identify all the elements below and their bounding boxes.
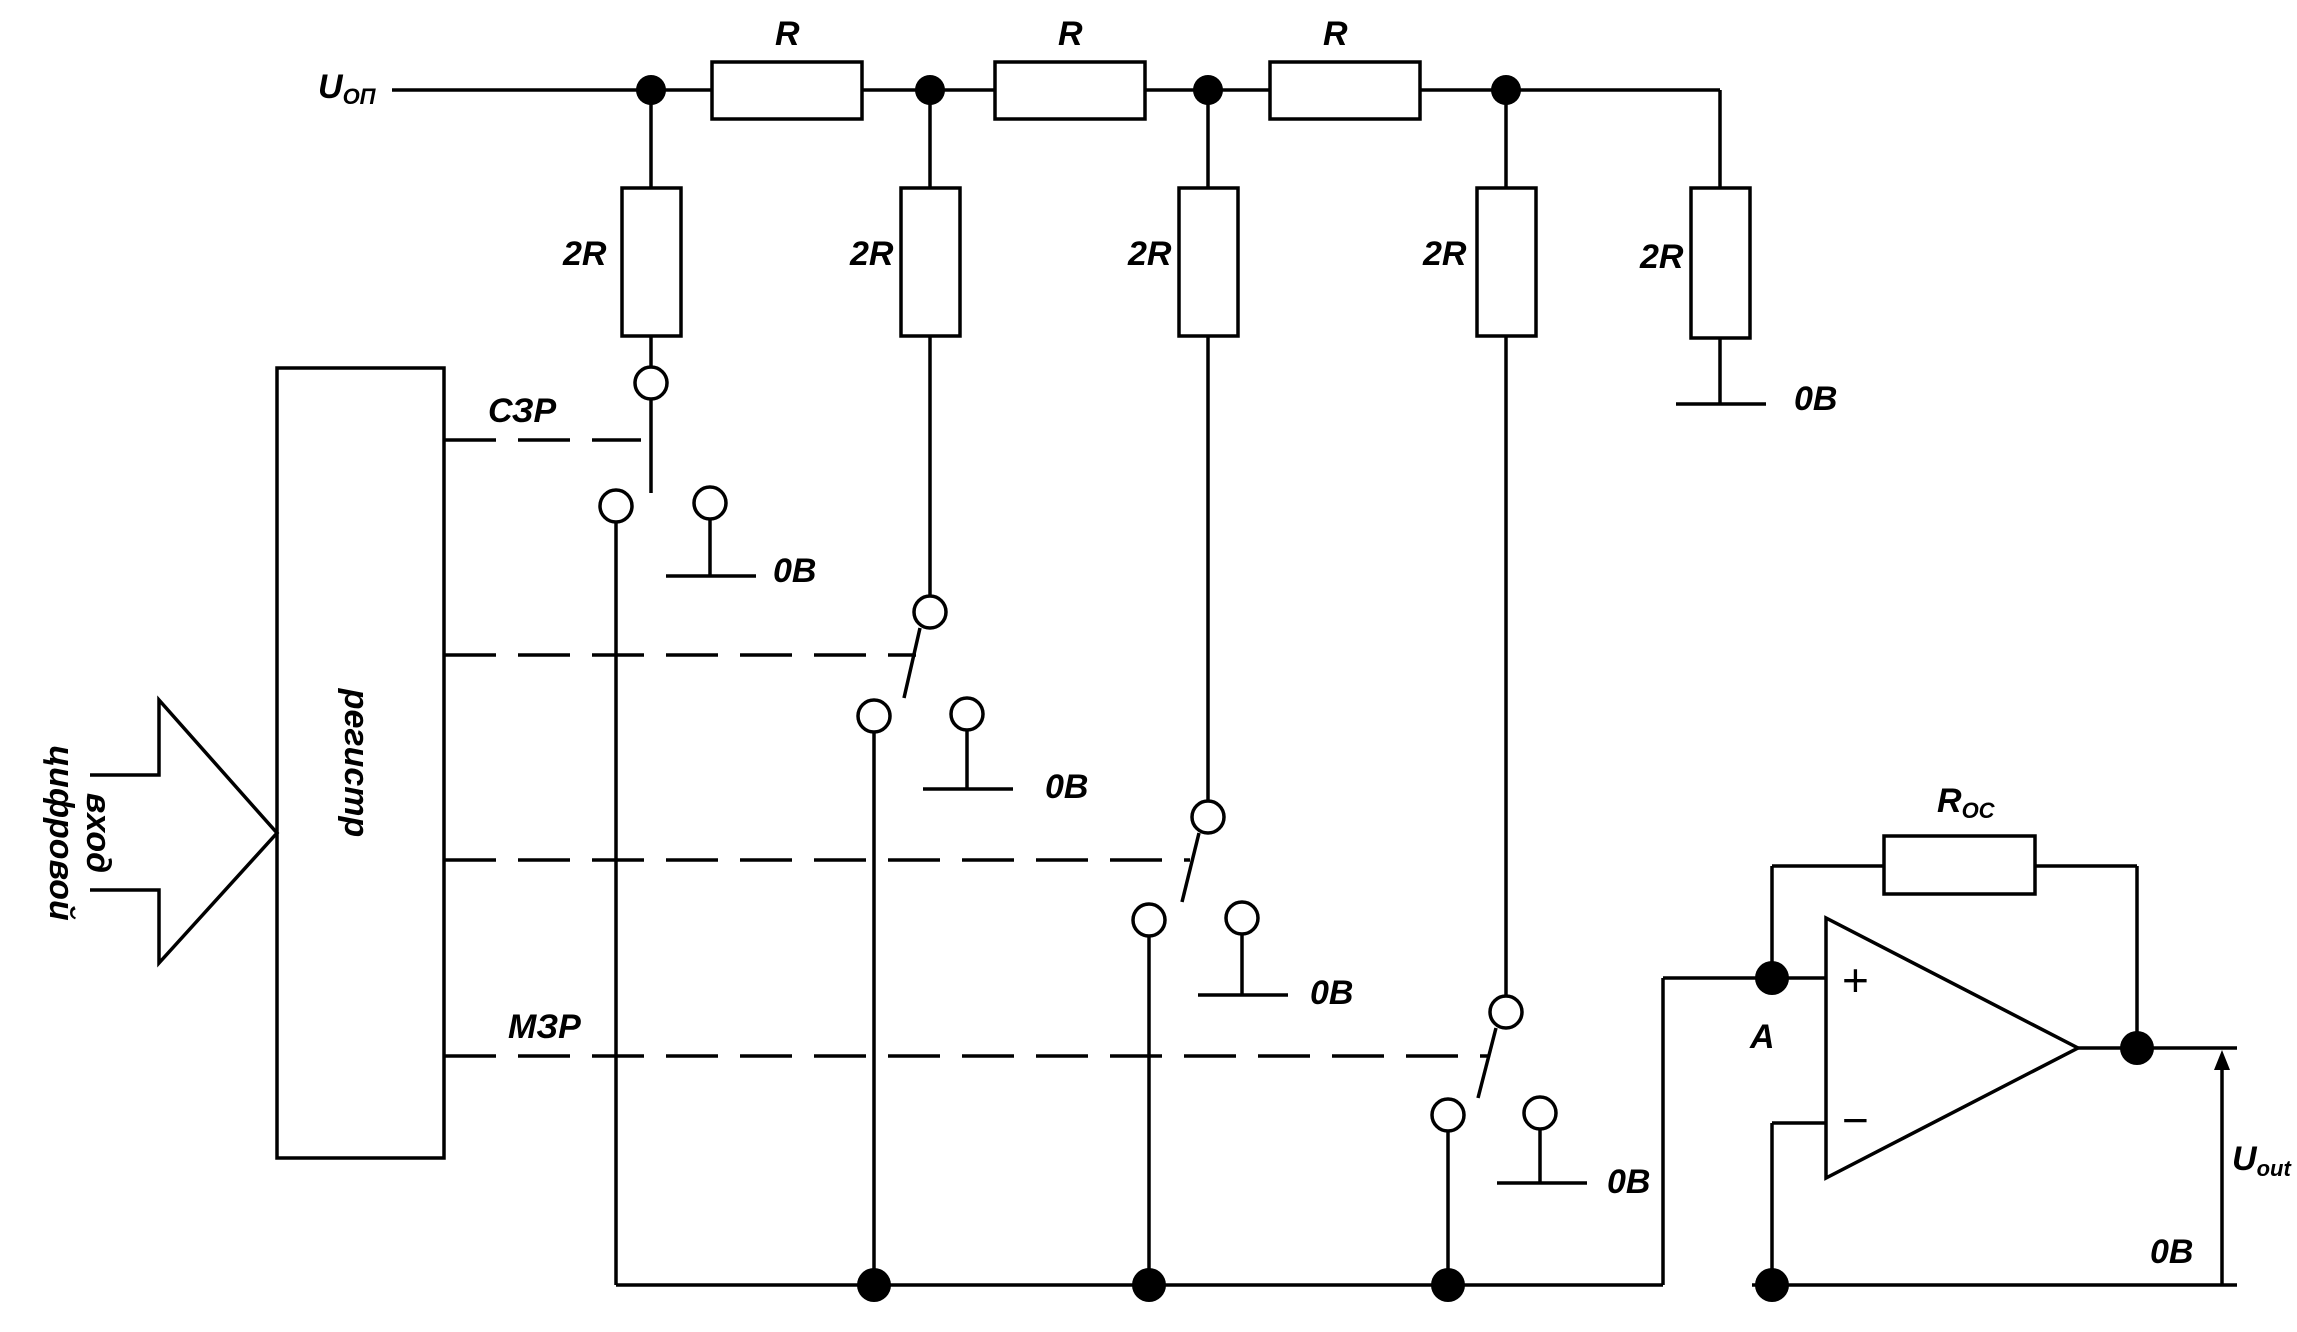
op-amp-plus-sign: + [1842,954,1869,1006]
resistor-2r-2 [899,186,962,338]
uop-label: UОП [318,68,377,109]
ground-label-term: 0В [1794,380,1837,418]
resistor-2r-5 [1689,186,1752,340]
resistor-2r-3 [1177,186,1240,338]
resistor-r-3-label: R [1323,15,1348,53]
lsb-label: МЗР [508,1008,581,1046]
register-label: регистр [337,688,375,838]
feedback-resistor-label: RОС [1937,782,1996,823]
msb-label: СЗР [488,392,557,430]
ground-label-3: 0В [1310,974,1353,1012]
switch-lsb [1430,336,1587,1285]
summing-bus [616,976,1772,1302]
resistor-2r-1-label: 2R [562,235,607,273]
resistor-2r-1 [620,186,683,338]
ground-label-2: 0В [1045,768,1088,806]
resistor-2r-2-label: 2R [849,235,894,273]
digital-input-arrow [90,695,280,968]
resistor-r-1 [710,60,864,121]
resistor-2r-4 [1475,186,1538,338]
resistor-2r-5-label: 2R [1639,238,1684,276]
resistor-r-2-label: R [1058,15,1083,53]
control-lines [444,438,1490,1058]
resistor-r-3 [1268,60,1422,121]
series-resistors: R R R [710,15,1422,121]
resistor-2r-3-label: 2R [1127,235,1172,273]
ground-label-lsb: 0В [1607,1163,1650,1201]
op-amp-body [1824,915,2082,1181]
digital-input-label-1: цифровой [42,745,80,921]
op-amp: + − [1752,834,2237,1302]
shunt-resistors: 2R 2R 2R 2R 2R [562,90,1752,340]
node-a-label: A [1749,1018,1775,1056]
uout-label: Uout [2232,1140,2292,1181]
uout-arrow-head [2214,1050,2230,1070]
resistor-2r-4-label: 2R [1422,235,1467,273]
output-ground-label: 0В [2150,1233,2193,1271]
register-block [275,366,446,1160]
resistor-r-1-label: R [775,15,800,53]
switch-msb [598,336,756,1285]
digital-input-label-2: вход [79,793,117,873]
switch-2 [856,336,1013,1285]
resistor-r-2 [993,60,1147,121]
switch-3 [1131,336,1288,1285]
feedback-resistor [1882,834,2037,896]
ground-label-msb: 0В [773,552,816,590]
op-amp-minus-sign: − [1842,1094,1869,1146]
